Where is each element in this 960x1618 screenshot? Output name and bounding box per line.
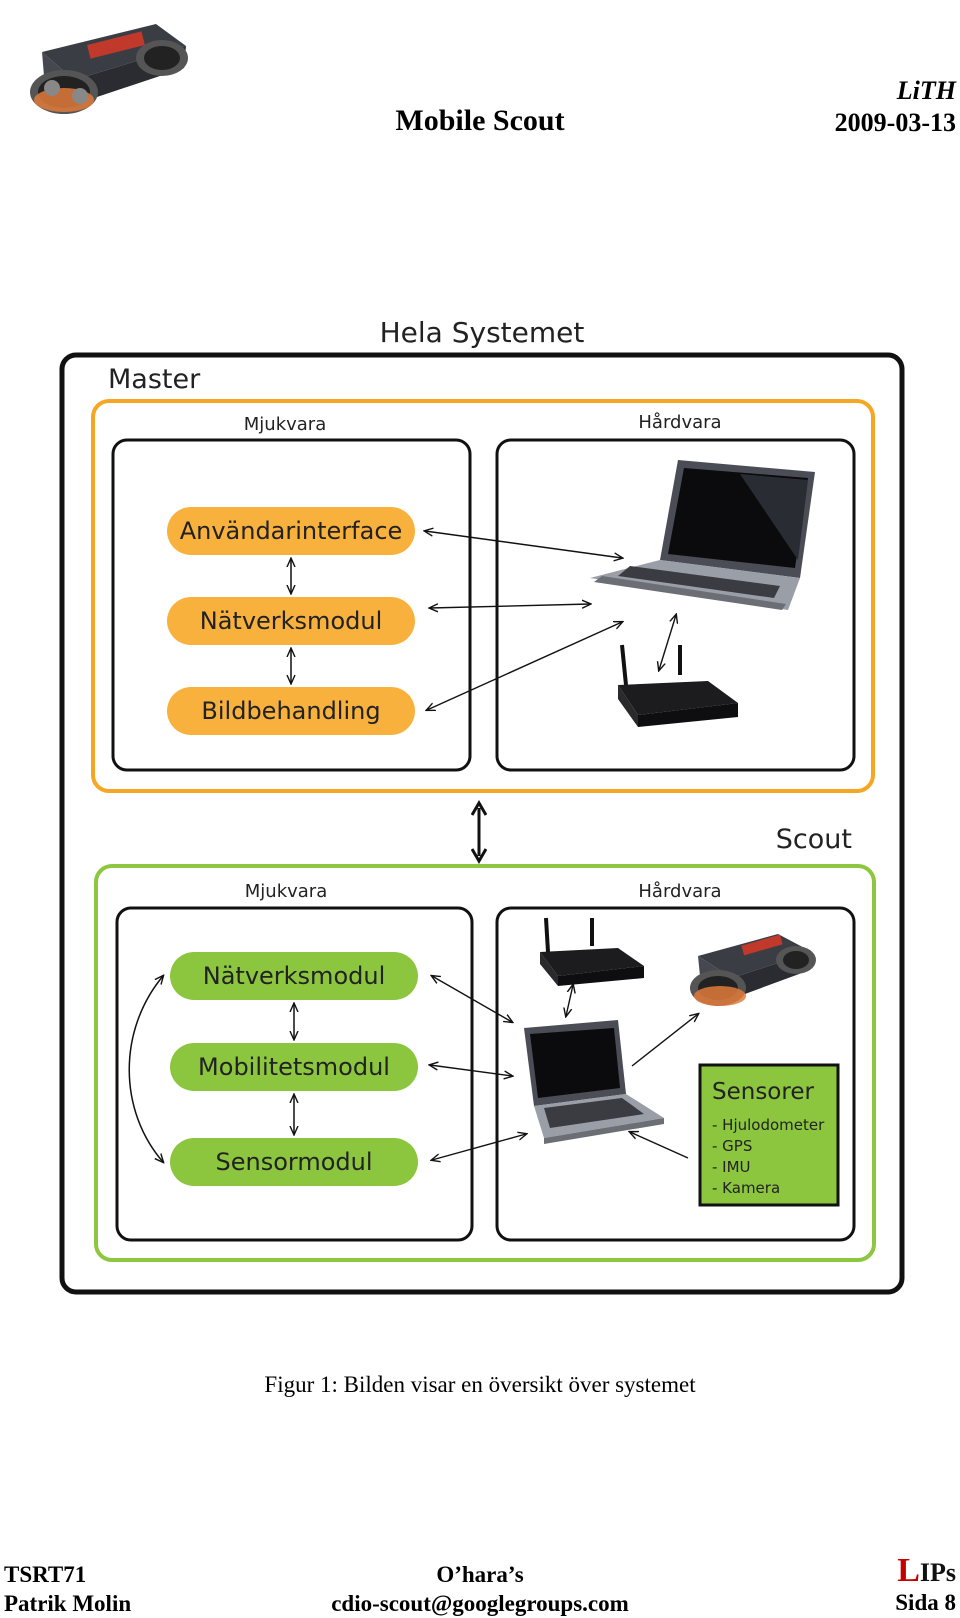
arrow-sensor-laptop (432, 1134, 526, 1160)
master-label: Master (108, 364, 201, 395)
laptop-icon (524, 1020, 664, 1144)
router-icon (540, 917, 644, 986)
svg-text:Mobilitetsmodul: Mobilitetsmodul (198, 1053, 390, 1081)
svg-text:Användarinterface: Användarinterface (180, 517, 403, 545)
arrow-image-laptop (427, 622, 622, 710)
scout-frame (94, 864, 876, 1262)
master-module-bildbehandling: Bildbehandling (167, 687, 415, 735)
group-name: O’hara’s (436, 1562, 524, 1587)
sensor-item: - Hjulodometer (712, 1116, 825, 1134)
laptop-icon (590, 460, 815, 610)
scout-module-mobilitetsmodul: Mobilitetsmodul (170, 1043, 418, 1091)
page-number: Sida 8 (895, 1590, 956, 1615)
router-icon (618, 644, 738, 727)
svg-text:Bildbehandling: Bildbehandling (201, 697, 380, 725)
lips-logo-rest: IPs (919, 1558, 956, 1587)
arrow-network-laptop (432, 976, 512, 1022)
lips-logo-initial: L (897, 1552, 920, 1589)
arrow-ui-laptop (425, 531, 622, 558)
arrow-laptop-router (659, 615, 676, 670)
svg-text:Sensorer: Sensorer (712, 1079, 814, 1105)
arrow-laptop-robot (631, 1014, 698, 1067)
master-module-natverksmodul: Nätverksmodul (167, 597, 415, 645)
figure-caption: Figur 1: Bilden visar en översikt över s… (264, 1372, 696, 1397)
document-title: Mobile Scout (395, 104, 565, 137)
svg-text:Sensormodul: Sensormodul (215, 1148, 372, 1176)
footer-left: TSRT71 Patrik Molin (4, 1560, 131, 1618)
sensor-item: - Kamera (712, 1179, 780, 1197)
system-frame (59, 352, 905, 1295)
arrow-network-laptop (430, 604, 590, 608)
scout-label: Scout (776, 824, 852, 855)
footer-right: LIPs Sida 8 (895, 1554, 956, 1617)
sensor-item: - IMU (712, 1158, 751, 1176)
master-frame (91, 399, 875, 793)
arrow-sensors-laptop (630, 1132, 689, 1159)
scout-module-sensormodul: Sensormodul (170, 1138, 418, 1186)
master-module-anvandarinterface: Användarinterface (167, 507, 415, 555)
sensors-box: Sensorer - Hjulodometer - GPS - IMU - Ka… (698, 1063, 840, 1207)
group-email: cdio-scout@googlegroups.com (331, 1591, 629, 1616)
author-name: Patrik Molin (4, 1591, 132, 1616)
scout-hardware-label: Hårdvara (638, 881, 721, 902)
document-date: 2009-03-13 (834, 108, 956, 137)
organization-label: LiTH (896, 76, 956, 105)
arrow-network-sensor-curve (128, 976, 163, 1162)
master-software-label: Mjukvara (244, 414, 326, 435)
tracked-robot-icon (690, 934, 816, 1006)
footer-center: O’hara’s cdio-scout@googlegroups.com (0, 1560, 960, 1618)
sensor-item: - GPS (712, 1137, 752, 1155)
system-title: Hela Systemet (380, 316, 585, 349)
svg-text:Nätverksmodul: Nätverksmodul (200, 607, 382, 635)
arrow-mobility-laptop (430, 1065, 512, 1076)
scout-software-label: Mjukvara (245, 881, 327, 902)
lips-logo: LIPs (895, 1554, 956, 1588)
master-hardware-label: Hårdvara (638, 412, 721, 433)
course-code: TSRT71 (4, 1562, 87, 1587)
tracked-robot-icon (20, 8, 190, 120)
system-overview-diagram: Hela Systemet Master Mjukvara Hårdvara A… (0, 300, 960, 1350)
arrow-router-laptop (566, 985, 573, 1016)
scout-module-natverksmodul: Nätverksmodul (170, 952, 418, 1000)
svg-text:Nätverksmodul: Nätverksmodul (203, 962, 385, 990)
